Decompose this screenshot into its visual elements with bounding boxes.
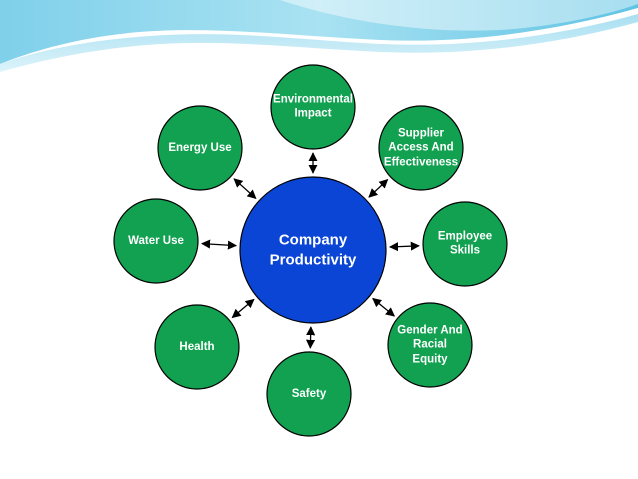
node-circle-environmental-impact xyxy=(270,64,356,150)
arrow-employee-skills xyxy=(388,241,420,252)
arrow-safety xyxy=(305,326,316,349)
node-circle-health xyxy=(154,304,240,390)
node-circle-supplier-access xyxy=(378,105,464,191)
node-circle-employee-skills xyxy=(422,201,508,287)
arrow-water-use xyxy=(200,239,238,250)
node-circle-energy-use xyxy=(157,105,243,191)
arrow-energy-use xyxy=(233,178,257,200)
node-circle-gender-racial-equity xyxy=(387,302,473,388)
arrow-gender-racial-equity xyxy=(372,297,396,317)
hub-circle xyxy=(239,176,387,324)
arrow-supplier-access xyxy=(368,178,389,198)
arrow-health xyxy=(231,298,255,319)
node-circle-water-use xyxy=(113,198,199,284)
node-circle-safety xyxy=(266,351,352,437)
